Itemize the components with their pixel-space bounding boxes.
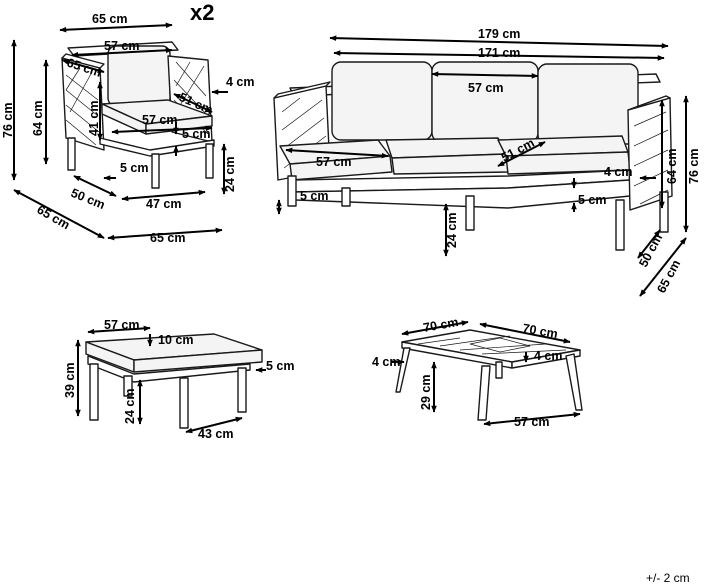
ottoman-labels: 57 cm 10 cm 39 cm 5 cm 24 cm 43 cm <box>63 318 295 441</box>
armchair-leg-height-label: 24 cm <box>223 157 237 192</box>
multiplier-label: x2 <box>190 0 214 25</box>
armchair-drawing <box>61 41 215 189</box>
sofa-height-total-label: 76 cm <box>687 149 701 184</box>
armchair-cushion-thick-label: 5 cm <box>182 127 211 141</box>
sofa-arm-thick-label: 4 cm <box>604 165 633 179</box>
sofa-labels: 179 cm 171 cm 57 cm 57 cm 51 cm 4 cm 5 c… <box>300 27 701 295</box>
sofa-leg-height-label: 24 cm <box>445 213 459 248</box>
ottoman-drawing <box>85 333 263 429</box>
table-dimensions <box>392 320 581 427</box>
ottoman-dimensions <box>75 325 266 434</box>
armchair-height-back-label: 64 cm <box>31 101 45 136</box>
table-height-label: 29 cm <box>419 375 433 410</box>
table-base-label: 57 cm <box>514 415 549 429</box>
armchair-depth-bottom-label: 65 cm <box>35 202 73 232</box>
table-edge-right-label: 4 cm <box>534 349 563 363</box>
sofa-seat-cushion-label: 57 cm <box>316 155 351 169</box>
sofa-depth-total-label: 65 cm <box>654 258 683 296</box>
ottoman-width-label: 57 cm <box>104 318 139 332</box>
table-width-left-label: 70 cm <box>422 315 459 335</box>
armchair-arm-width-label: 4 cm <box>226 75 255 89</box>
armchair-height-total-label: 76 cm <box>1 103 15 138</box>
sofa-leg-inset-label: 5 cm <box>300 189 329 203</box>
sofa-cushion-thick-label: 5 cm <box>578 193 607 207</box>
armchair-width-bottom-label: 65 cm <box>150 231 185 245</box>
armchair-seat-width-top-label: 57 cm <box>104 39 139 53</box>
sofa-base-depth-label: 50 cm <box>636 232 665 270</box>
armchair-seat-width-label: 57 cm <box>142 113 177 127</box>
armchair-leg-inset-label: 5 cm <box>120 161 149 175</box>
table-edge-left-label: 4 cm <box>372 355 401 369</box>
table-width-right-label: 70 cm <box>521 321 558 341</box>
armchair-dimensions <box>11 22 228 241</box>
sofa-back-cushion-label: 57 cm <box>468 81 503 95</box>
armchair-width-top-label: 65 cm <box>92 12 127 26</box>
armchair-base-width-label: 47 cm <box>146 197 181 211</box>
sofa-width-total-label: 179 cm <box>478 27 520 41</box>
ottoman-height-label: 39 cm <box>63 363 77 398</box>
sofa-height-back-label: 64 cm <box>665 149 679 184</box>
tolerance-note: +/- 2 cm <box>646 571 690 585</box>
armchair-back-height-label: 41 cm <box>87 101 101 136</box>
sofa-dimensions <box>276 35 689 297</box>
ottoman-cushion-thick-label: 5 cm <box>266 359 295 373</box>
ottoman-leg-height-label: 24 cm <box>123 389 137 424</box>
table-labels: 70 cm 70 cm 4 cm 4 cm 29 cm 57 cm <box>372 315 563 429</box>
sofa-width-inner-label: 171 cm <box>478 46 520 60</box>
ottoman-depth-label: 43 cm <box>198 427 233 441</box>
ottoman-cushion-depth-label: 10 cm <box>158 333 193 347</box>
